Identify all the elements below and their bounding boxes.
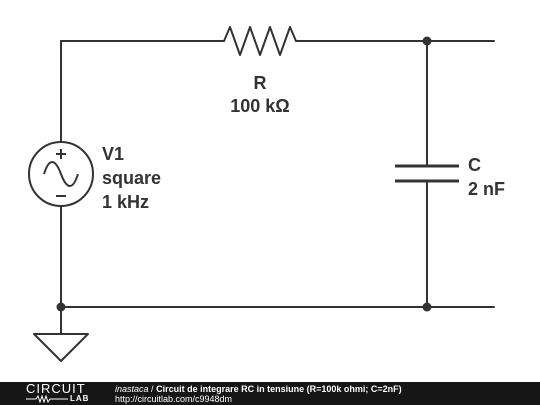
- voltage-source-symbol: [28, 141, 94, 207]
- logo-bottom-row: LAB: [26, 394, 96, 404]
- capacitor-designator: C: [468, 155, 481, 175]
- resistor-designator: R: [254, 73, 267, 93]
- junction-dot-bottom-right: [422, 302, 432, 312]
- source-waveform: square: [102, 168, 161, 188]
- resistor-value: 100 kΩ: [230, 96, 289, 116]
- circuitlab-logo[interactable]: CIRCUIT LAB: [26, 382, 96, 405]
- circuit-title: Circuit de integrare RC in tensiune (R=1…: [156, 384, 402, 394]
- schematic-diagram: R 100 kΩ V1 square 1 kHz C 2 nF: [28, 26, 505, 362]
- author-name[interactable]: inastaca: [115, 384, 149, 394]
- logo-bottom-text: LAB: [70, 394, 90, 403]
- caption-separator: /: [151, 384, 154, 394]
- capacitor-value: 2 nF: [468, 179, 505, 199]
- junction-dot-top: [422, 36, 432, 46]
- source-frequency: 1 kHz: [102, 192, 149, 212]
- logo-top-text: CIRCUIT: [26, 381, 86, 396]
- ground-symbol: [33, 333, 89, 362]
- resistor-symbol: [223, 26, 297, 56]
- footer-caption: inastaca / Circuit de integrare RC in te…: [115, 384, 402, 394]
- logo-resistor-icon: [26, 395, 68, 403]
- footer-bar: CIRCUIT LAB inastaca / Circuit de integr…: [0, 382, 540, 405]
- source-designator: V1: [102, 144, 124, 164]
- junction-dot-bottom-left: [56, 302, 66, 312]
- circuit-url[interactable]: http://circuitlab.com/c9948dm: [115, 394, 233, 404]
